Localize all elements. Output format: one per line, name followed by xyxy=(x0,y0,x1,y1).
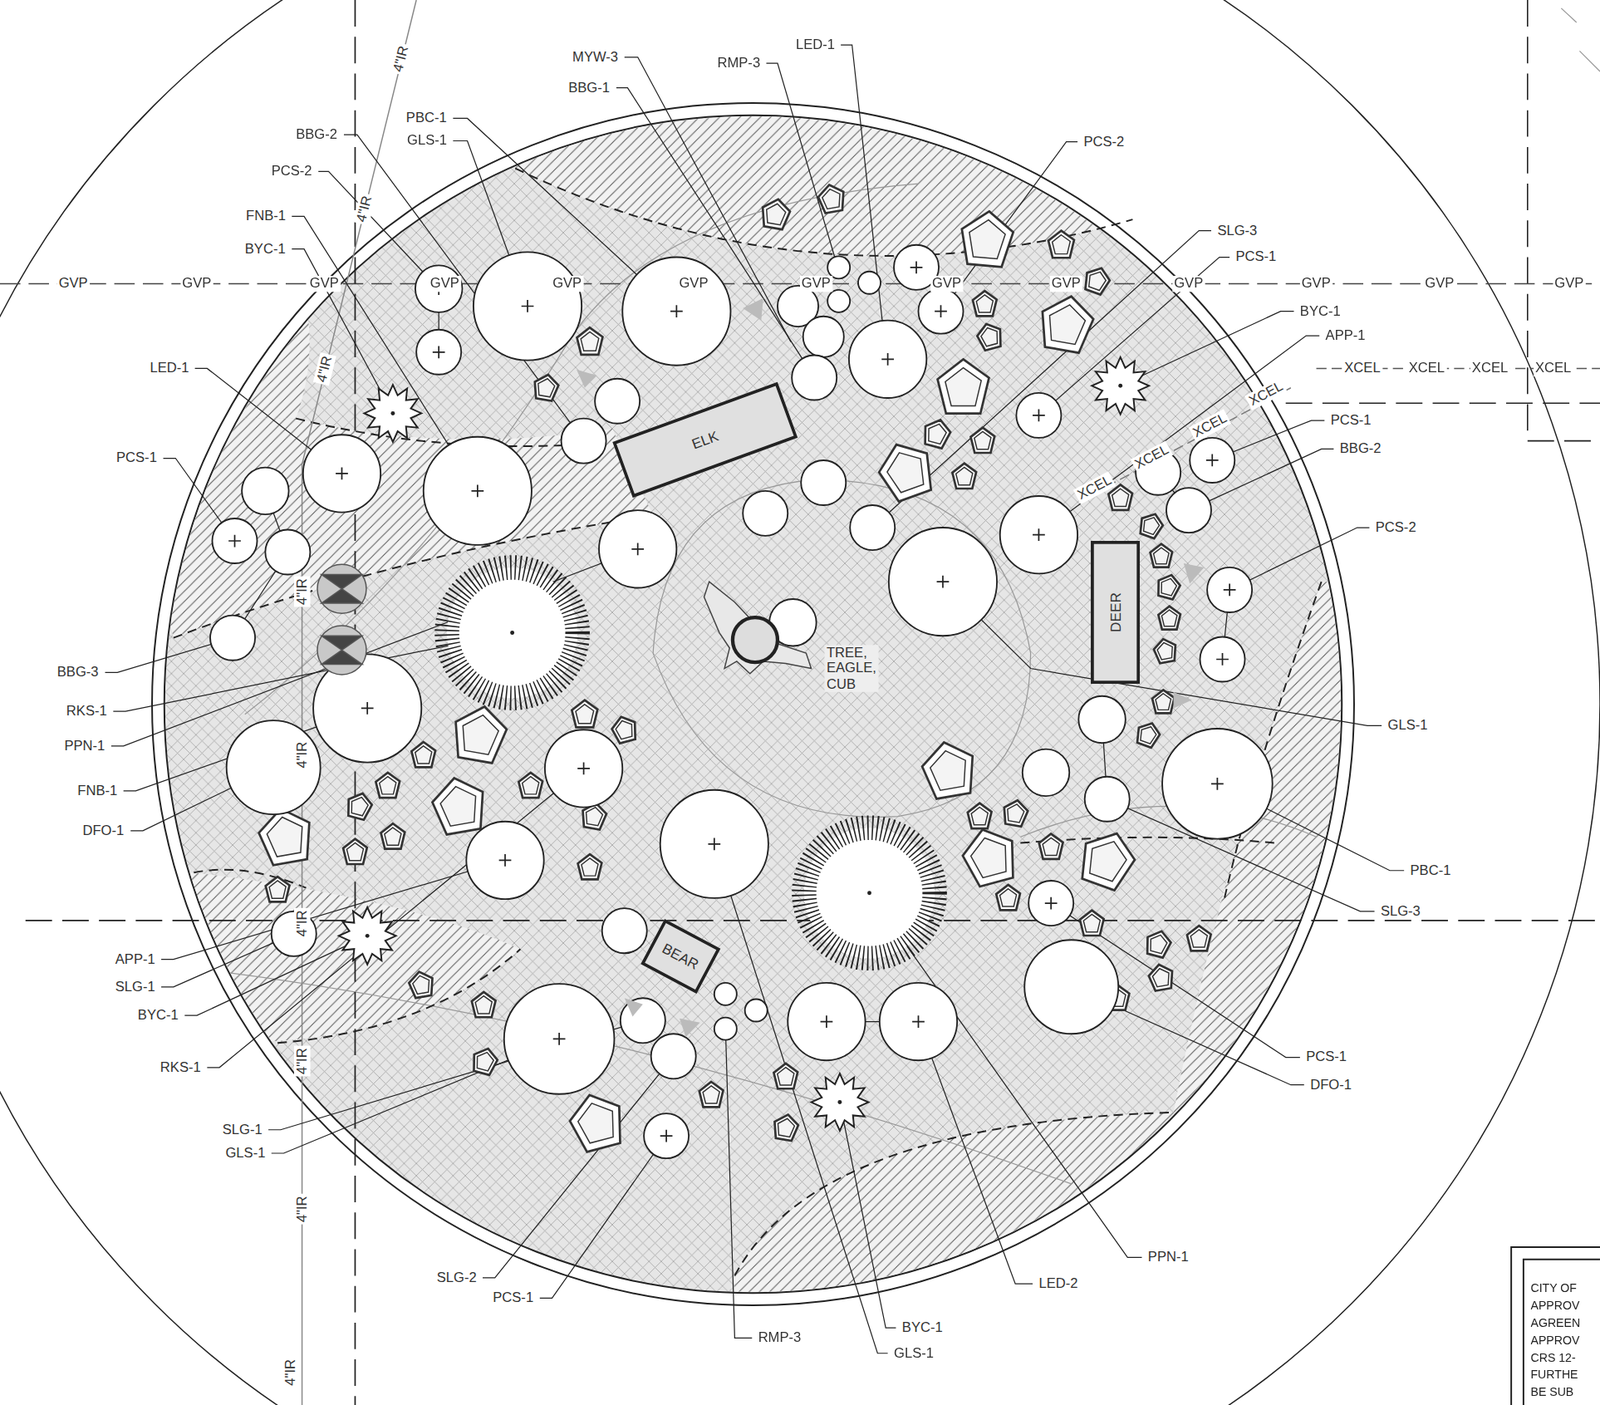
plant-callout: RKS-1 xyxy=(157,1059,203,1075)
utility-label: GVP xyxy=(930,275,964,292)
plant-callout: DFO-1 xyxy=(1308,1076,1355,1093)
plant-callout: BBG-1 xyxy=(566,79,613,96)
plant-callout: SLG-1 xyxy=(112,978,158,995)
plant-callout: LED-1 xyxy=(147,360,192,377)
plant-callout: PCS-1 xyxy=(1328,412,1374,428)
title-block-text: APPROV xyxy=(1530,1298,1580,1312)
utility-label: GVP xyxy=(1172,275,1206,292)
utility-label: XCEL xyxy=(1342,360,1383,377)
plant-callout: GLS-1 xyxy=(1385,717,1430,734)
plant-callout: GLS-1 xyxy=(223,1144,268,1161)
plant-callout: MYW-3 xyxy=(570,49,621,65)
plant-callout: SLG-3 xyxy=(1215,222,1260,239)
plant-callout: PCS-1 xyxy=(114,450,160,467)
plant-callout: RMP-3 xyxy=(755,1329,804,1345)
plant-callout: FNB-1 xyxy=(75,782,120,799)
plant-callout: SLG-3 xyxy=(1378,903,1423,919)
utility-label: XCEL xyxy=(1533,360,1574,377)
plant-callout: PCS-1 xyxy=(490,1290,536,1306)
plant-callout: FNB-1 xyxy=(244,208,289,225)
utility-label: GVP xyxy=(1423,275,1457,292)
plinth-label: DEER xyxy=(1107,592,1124,633)
plant-callout: GLS-1 xyxy=(892,1344,937,1361)
utility-label: 4"IR xyxy=(294,1045,310,1077)
title-block-text: AGREEN xyxy=(1530,1315,1581,1330)
utility-label: GVP xyxy=(677,275,711,292)
plant-callout: PCS-2 xyxy=(1373,519,1419,535)
plant-callout: LED-2 xyxy=(1036,1275,1080,1291)
utility-label: 4"IR xyxy=(282,1356,299,1388)
utility-label: 4"IR xyxy=(294,576,310,608)
utility-label: GVP xyxy=(550,275,585,292)
utility-label: GVP xyxy=(180,275,214,292)
feature-note: TREE, EAGLE, CUB xyxy=(824,644,879,693)
utility-label: XCEL xyxy=(1406,360,1447,377)
plant-callout: SLG-2 xyxy=(434,1269,479,1286)
utility-label: 4"IR xyxy=(389,42,413,76)
utility-label: GVP xyxy=(56,275,90,292)
plant-callout: PCS-1 xyxy=(1304,1049,1350,1066)
sculpture-plinth: DEER xyxy=(1090,540,1140,684)
utility-label: 4"IR xyxy=(294,1193,310,1225)
utility-label: 4"IR xyxy=(294,739,310,771)
plant-callout: APP-1 xyxy=(112,951,158,967)
plant-callout: PCS-2 xyxy=(269,163,315,180)
plant-callout: RKS-1 xyxy=(63,702,109,719)
utility-label: GVP xyxy=(1299,275,1333,292)
title-block-text: CITY OF xyxy=(1530,1280,1576,1295)
utility-label: GVP xyxy=(1552,275,1586,292)
title-block-text: BE SUB xyxy=(1530,1384,1574,1399)
plant-callout: PBC-1 xyxy=(1408,862,1453,879)
plant-callout: DFO-1 xyxy=(80,822,127,839)
utility-label: GVP xyxy=(307,275,341,292)
plant-callout: PPN-1 xyxy=(62,737,108,754)
utility-label: 4"IR xyxy=(294,907,310,939)
title-block-text: CRS 12- xyxy=(1530,1350,1576,1365)
plant-callout: BYC-1 xyxy=(899,1319,945,1335)
title-block-text: FURTHE xyxy=(1530,1368,1578,1382)
plant-callout: PBC-1 xyxy=(403,110,449,127)
plant-callout: PPN-1 xyxy=(1145,1248,1191,1265)
plant-callout: BYC-1 xyxy=(1297,303,1343,320)
utility-label: GVP xyxy=(799,275,833,292)
plant-callout: GLS-1 xyxy=(405,132,450,149)
utility-label: GVP xyxy=(1049,275,1083,292)
utility-label: XCEL xyxy=(1469,360,1510,377)
plant-callout: LED-1 xyxy=(794,36,838,53)
plant-callout: PCS-2 xyxy=(1081,133,1127,150)
plant-callout: BBG-2 xyxy=(294,126,340,143)
plant-callout: PCS-1 xyxy=(1233,249,1279,266)
plant-callout: APP-1 xyxy=(1323,327,1368,344)
plant-callout: BYC-1 xyxy=(242,240,288,257)
plinth-label: ELK xyxy=(689,427,721,453)
utility-label: GVP xyxy=(427,275,462,292)
plant-callout: BBG-2 xyxy=(1337,441,1384,457)
plinth-label: BEAR xyxy=(659,939,702,972)
plant-callout: RMP-3 xyxy=(715,54,763,71)
utility-label: 4"IR xyxy=(353,191,376,226)
plant-callout: BYC-1 xyxy=(135,1006,181,1023)
title-block-text: APPROV xyxy=(1530,1333,1580,1347)
plant-callout: SLG-1 xyxy=(220,1121,265,1138)
plant-callout: BBG-3 xyxy=(54,664,101,681)
